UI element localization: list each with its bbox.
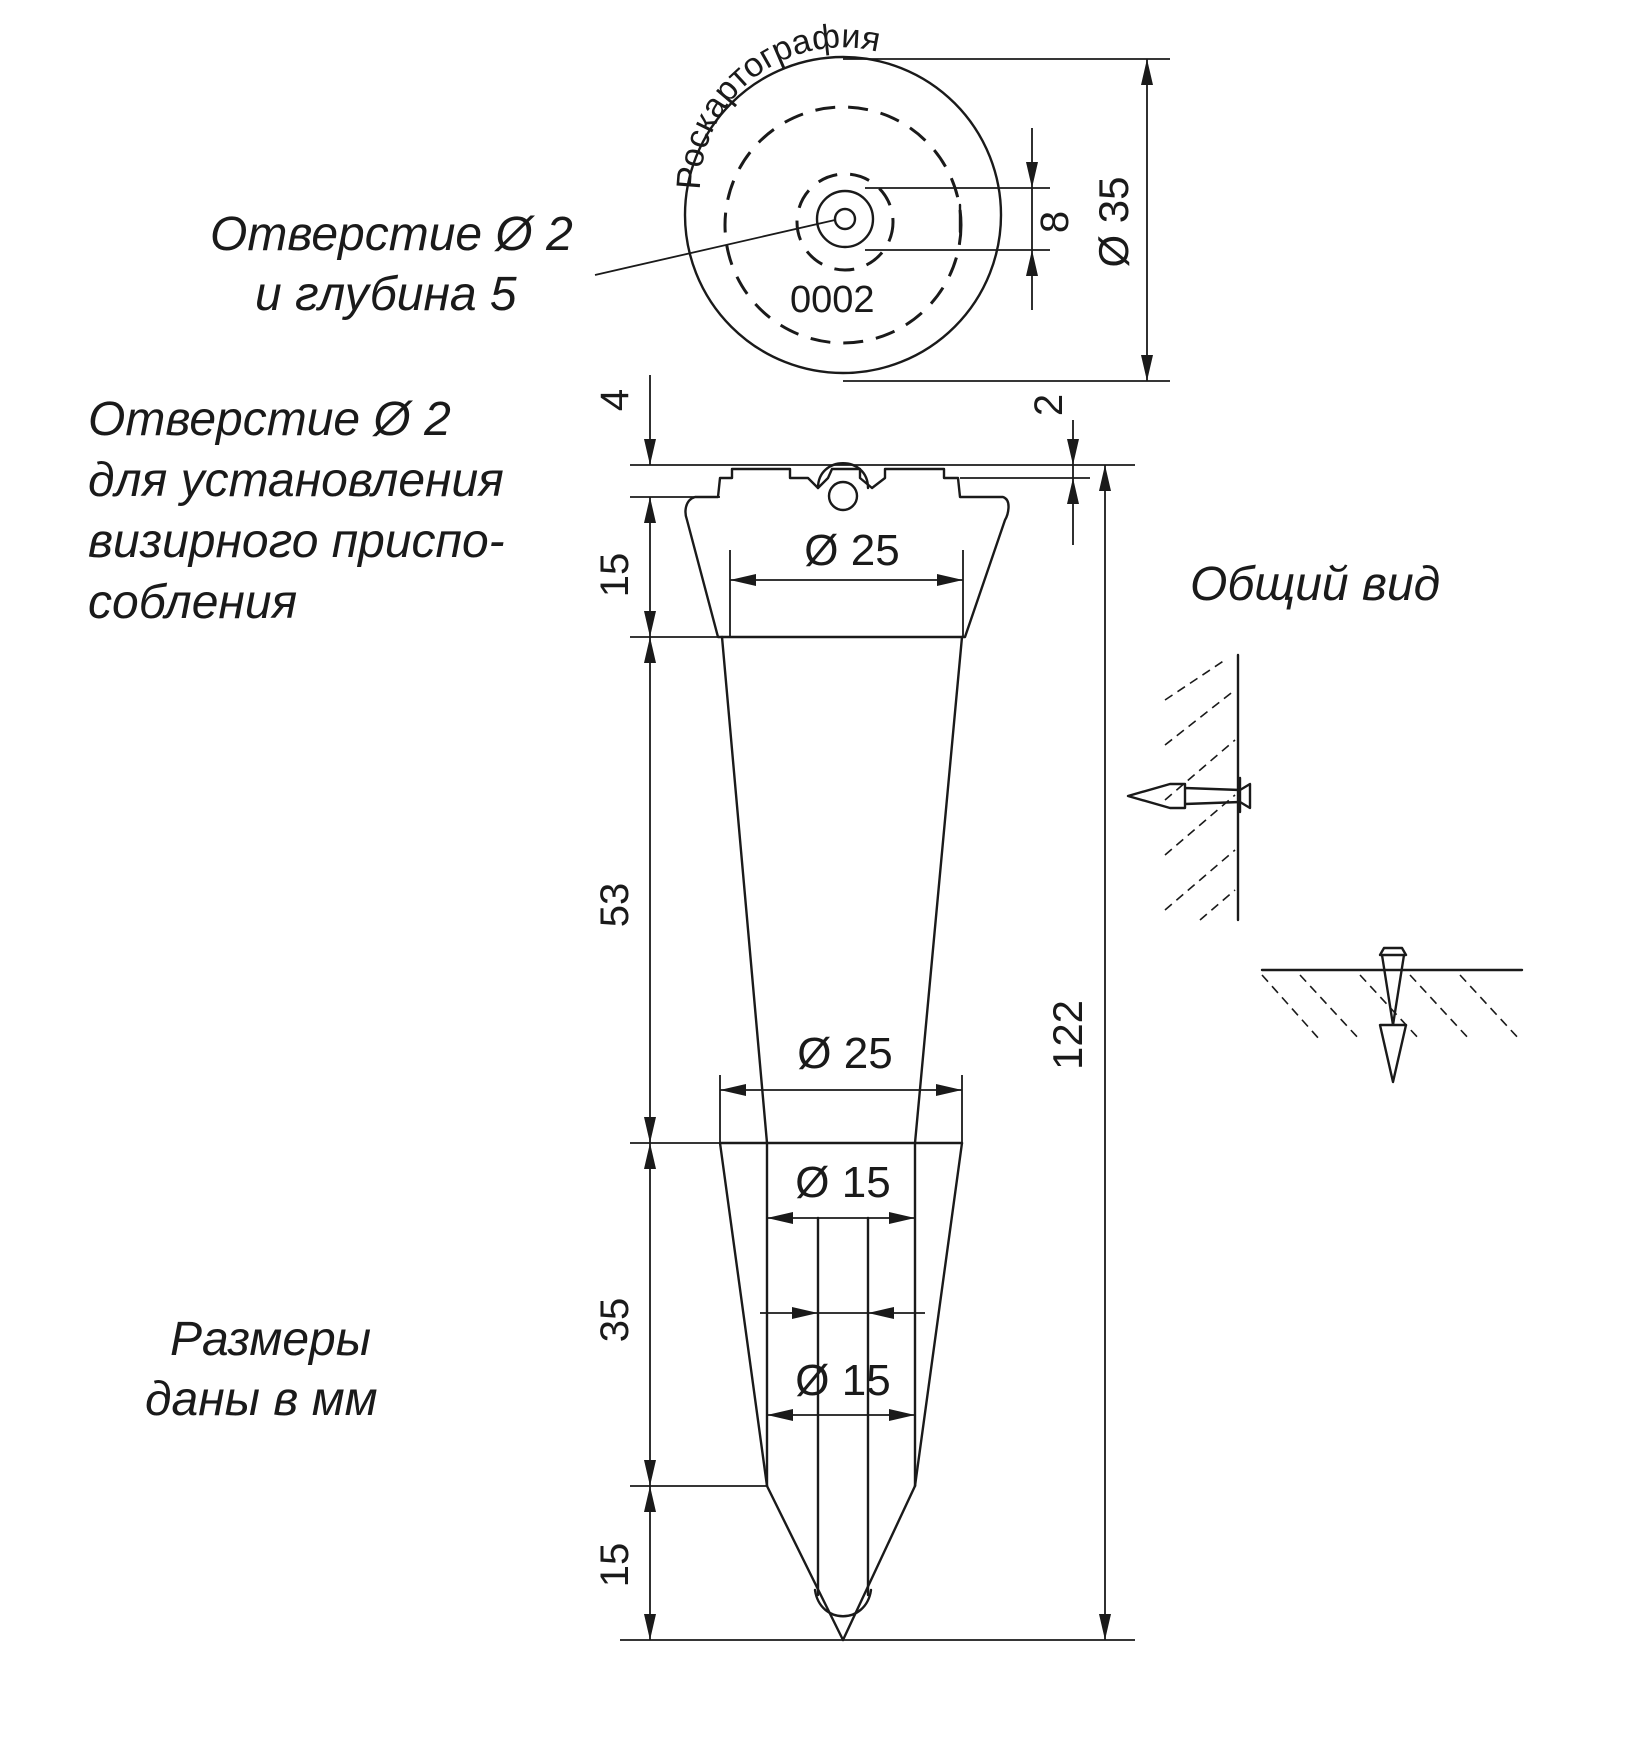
stake-head-hole — [827, 480, 859, 512]
stamp-number: 0002 — [790, 279, 875, 321]
wall-stake — [1126, 782, 1252, 810]
tip-left — [765, 1484, 845, 1642]
hole-side-note-line4: собления — [88, 576, 297, 629]
top-view: Роскартография 0002 8 Ø 35 — [594, 17, 1170, 382]
dim-15-top-label: 15 — [593, 553, 637, 598]
stake-head-cap — [816, 462, 870, 490]
cone-left — [718, 1141, 769, 1488]
stake-head — [684, 467, 1010, 639]
notes: Отверстие Ø 2 и глубина 5 Отверстие Ø 2 … — [88, 208, 1440, 1426]
dim-4-label: 4 — [593, 389, 637, 411]
stake-shaft-right — [913, 635, 964, 1145]
center-hole-inner — [833, 207, 857, 231]
center-hole-outer — [815, 189, 875, 249]
diameter-dimensions: Ø 25 Ø 25 Ø 15 Ø 15 — [719, 526, 964, 1421]
dia15-a-label: Ø 15 — [795, 1158, 890, 1207]
hole-top-note-line1: Отверстие Ø 2 — [210, 208, 573, 261]
disc-outline — [683, 55, 1003, 375]
hole-side-note-line2: для установления — [88, 454, 504, 507]
hole-top-leader — [594, 219, 836, 276]
units-note-line2: даны в мм — [145, 1373, 378, 1426]
cone-right — [913, 1141, 964, 1488]
tip-ball — [813, 1588, 873, 1618]
dim-53-label: 53 — [593, 883, 637, 928]
dim-15-bottom-label: 15 — [593, 1543, 637, 1588]
dim-35-side-label: 35 — [593, 1298, 637, 1343]
stake-shaft-left — [720, 635, 769, 1145]
ground-stake — [1378, 946, 1408, 1084]
stamp-arc-text: Роскартография — [670, 17, 884, 191]
dim-2-label: 2 — [1027, 394, 1071, 416]
side-view — [684, 462, 1010, 1642]
dia25-top-label: Ø 25 — [804, 526, 899, 575]
hole-side-note-line1: Отверстие Ø 2 — [88, 393, 451, 446]
general-view-sketches — [1126, 653, 1524, 1084]
units-note-line1: Размеры — [170, 1313, 371, 1366]
hole-side-note-line3: визирного приспо- — [88, 515, 505, 568]
wall-hatching — [1164, 659, 1236, 921]
general-view-title: Общий вид — [1190, 558, 1440, 611]
dim-35-label: Ø 35 — [1090, 176, 1137, 267]
dim-8-label: 8 — [1033, 211, 1077, 233]
dim-122-label: 122 — [1044, 1000, 1091, 1070]
dia15-b-label: Ø 15 — [795, 1356, 890, 1405]
center-dashed-ring — [795, 172, 895, 272]
right-dimensions: 2 122 — [960, 394, 1111, 1640]
tip-right — [841, 1484, 917, 1642]
dia25-mid-label: Ø 25 — [797, 1029, 892, 1078]
hole-top-note-line2: и глубина 5 — [255, 268, 517, 321]
left-dimensions: 4 15 53 35 15 — [593, 375, 1135, 1641]
